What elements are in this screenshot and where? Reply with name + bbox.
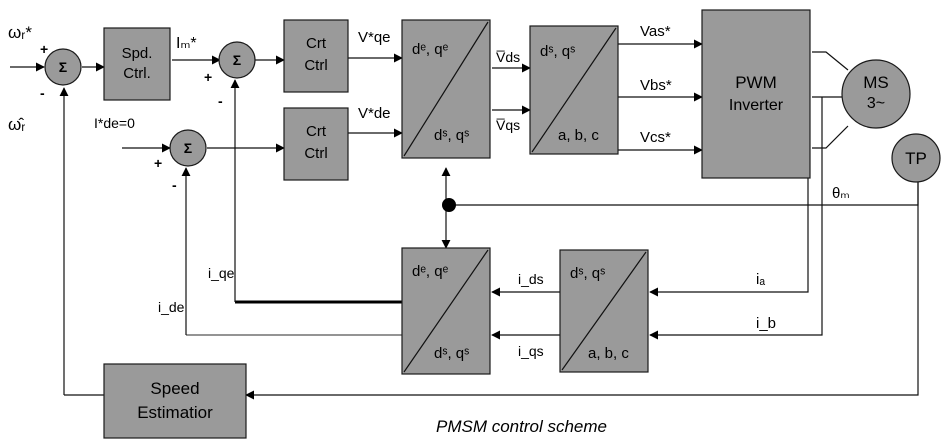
svg-text:3~: 3~: [867, 95, 885, 112]
svg-text:dᵉ, qᵉ: dᵉ, qᵉ: [412, 41, 449, 58]
svg-text:+: +: [204, 69, 212, 85]
svg-text:+: +: [154, 155, 162, 171]
wires: [10, 39, 919, 400]
diagram-caption: PMSM control scheme: [436, 417, 607, 436]
svg-text:TP: TP: [905, 149, 927, 168]
pwm-inverter-block: PWM Inverter: [701, 9, 811, 179]
svg-text:dˢ, qˢ: dˢ, qˢ: [540, 43, 575, 60]
label-vcs: Vcs*: [640, 129, 671, 146]
label-theta: θₘ: [832, 185, 850, 202]
svg-text:Estimatior: Estimatior: [137, 403, 213, 422]
svg-text:Crt: Crt: [306, 35, 327, 52]
label-ib: i_b: [756, 315, 776, 332]
svg-text:dˢ, qˢ: dˢ, qˢ: [434, 345, 469, 362]
svg-text:a, b, c: a, b, c: [588, 345, 629, 362]
current-controller-d-block: Crt Ctrl: [283, 107, 349, 181]
label-ide: i_de: [158, 299, 185, 315]
svg-text:Inverter: Inverter: [729, 97, 784, 114]
svg-text:-: -: [172, 177, 177, 193]
svg-text:Crt: Crt: [306, 123, 327, 140]
label-iqe: i_qe: [208, 265, 235, 281]
sum-junction-speed: Σ: [44, 48, 82, 86]
label-omega-ref: ωᵣ*: [8, 23, 32, 42]
svg-text:dˢ, qˢ: dˢ, qˢ: [434, 127, 469, 144]
signal-labels: ωᵣ* ω̂ᵣ Iₘ* I*de=0 V*qe V*de V̅ds V̅qs V…: [8, 23, 850, 359]
label-ids: i_ds: [518, 271, 544, 287]
label-vde-ref: V*de: [358, 105, 391, 122]
label-vqs: V̅qs: [496, 117, 520, 133]
svg-text:-: -: [40, 85, 45, 101]
svg-text:Ctrl.: Ctrl.: [123, 65, 151, 82]
speed-controller-block: Spd. Ctrl.: [103, 27, 171, 101]
svg-text:PWM: PWM: [735, 73, 777, 92]
park-transform-block: dᵉ, qᵉ dˢ, qˢ: [401, 247, 491, 375]
svg-text:dᵉ, qᵉ: dᵉ, qᵉ: [412, 263, 449, 280]
svg-text:dˢ, qˢ: dˢ, qˢ: [570, 265, 605, 282]
label-vas: Vas*: [640, 23, 671, 40]
label-iqs: i_qs: [518, 343, 544, 359]
current-controller-q-block: Crt Ctrl: [283, 19, 349, 93]
speed-estimation-block: Speed Estimatior: [103, 363, 247, 439]
label-im-ref: Iₘ*: [176, 35, 197, 52]
position-sensor-tp: TP: [891, 133, 941, 183]
label-vbs: Vbs*: [640, 77, 672, 94]
motor-ms: MS 3~: [841, 59, 911, 129]
svg-text:+: +: [40, 41, 48, 57]
svg-text:MS: MS: [863, 73, 889, 92]
svg-text:Speed: Speed: [150, 379, 199, 398]
label-ide-ref: I*de=0: [94, 115, 135, 131]
svg-text:-: -: [218, 93, 223, 109]
svg-text:Σ: Σ: [233, 52, 241, 68]
svg-text:Σ: Σ: [59, 59, 67, 75]
label-vds: V̅ds: [496, 49, 520, 65]
sum-signs: + - + - + -: [40, 41, 223, 193]
inverse-clarke-transform-block: dˢ, qˢ a, b, c: [529, 25, 619, 155]
inverse-park-transform-block: dᵉ, qᵉ dˢ, qˢ: [401, 19, 491, 159]
svg-text:a, b, c: a, b, c: [558, 127, 599, 144]
sum-junction-d: Σ: [169, 129, 207, 167]
svg-text:Ctrl: Ctrl: [304, 57, 327, 74]
label-omega-est: ω̂ᵣ: [8, 115, 25, 134]
svg-text:Spd.: Spd.: [122, 45, 153, 62]
svg-text:Σ: Σ: [184, 140, 192, 156]
label-vqe-ref: V*qe: [358, 29, 391, 46]
clarke-transform-block: dˢ, qˢ a, b, c: [559, 249, 649, 373]
svg-text:Ctrl: Ctrl: [304, 145, 327, 162]
sum-junction-q: Σ: [218, 41, 256, 79]
label-ia: iₐ: [756, 271, 765, 288]
